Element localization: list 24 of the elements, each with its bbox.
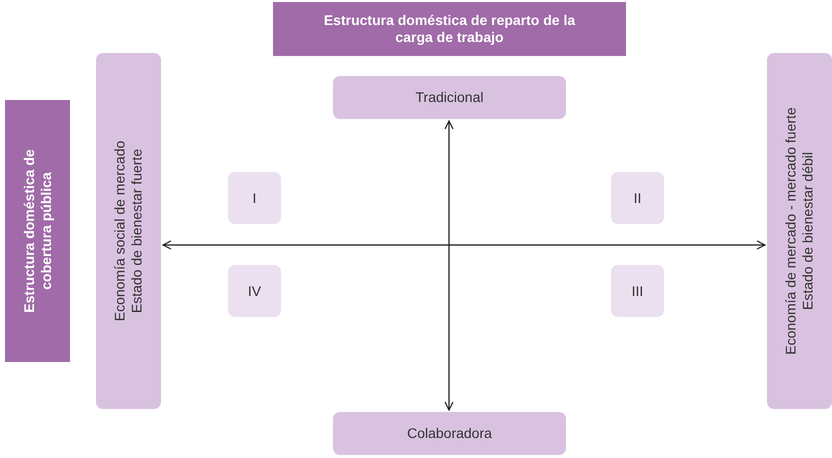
- box-label: Estructura doméstica de reparto de la carga de trabajo: [322, 12, 576, 46]
- box-label: Estado de bienestar fuerte: [128, 148, 146, 314]
- box-label: Colaboradora: [407, 425, 492, 442]
- box-label: Estructura doméstica de cobertura pública: [20, 148, 54, 315]
- quadrant-box: [611, 265, 664, 317]
- box-label: Estado de bienestar débil: [800, 152, 816, 310]
- quadrant-box: [611, 172, 664, 224]
- quadrant-box: [228, 172, 281, 224]
- box-label: Economía social de mercado: [112, 140, 128, 322]
- category-box: [96, 53, 161, 409]
- category-box: [333, 76, 566, 119]
- category-box: [767, 53, 832, 409]
- box-label: I: [252, 190, 256, 206]
- double-arrow: [162, 240, 766, 250]
- box-label: IV: [248, 282, 262, 300]
- box-label: III: [632, 282, 644, 300]
- box-label: Tradicional: [416, 89, 484, 106]
- category-box: [333, 412, 566, 455]
- double-arrow: [444, 120, 454, 411]
- quadrant-box: [228, 265, 281, 317]
- box-label: Economía de mercado - mercado fuerte: [782, 107, 800, 355]
- heading-box: [5, 100, 70, 362]
- box-label: II: [634, 190, 642, 206]
- heading-box: [273, 2, 626, 56]
